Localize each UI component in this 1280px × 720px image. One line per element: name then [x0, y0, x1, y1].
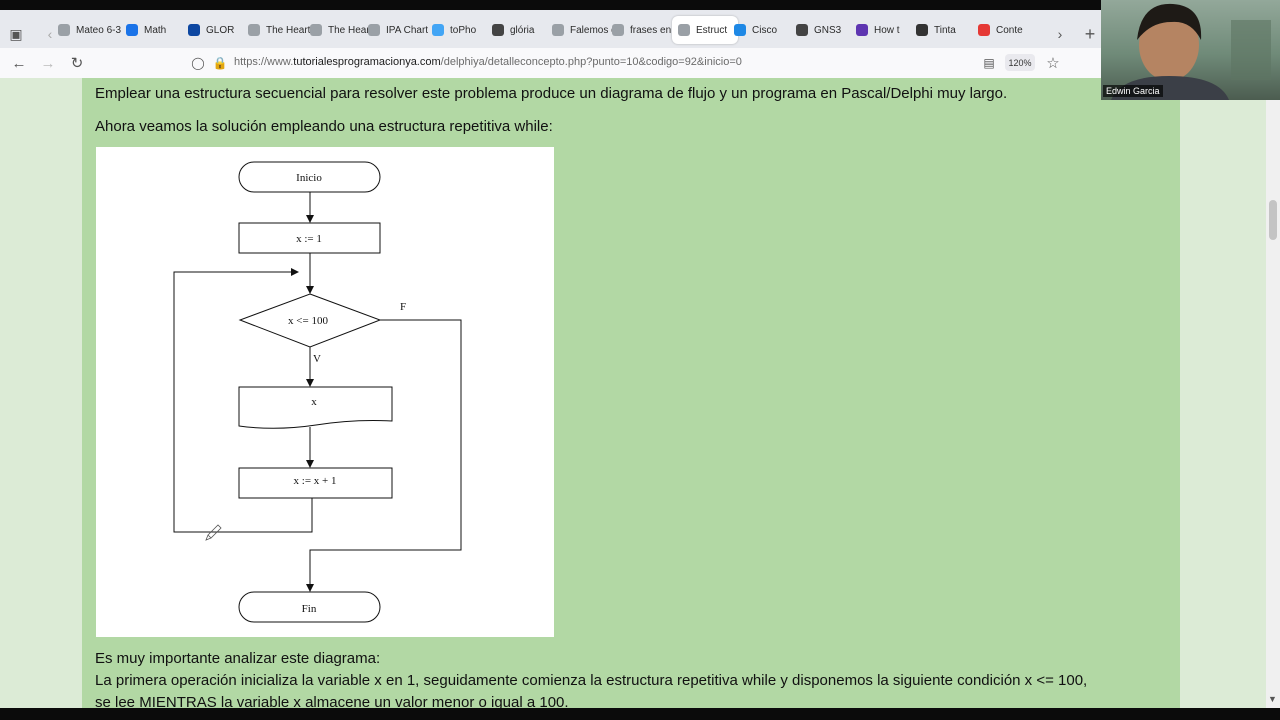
init-process	[238, 222, 381, 254]
tab-label: Estruct	[696, 24, 728, 36]
tab-11[interactable]: Cisco	[734, 16, 786, 44]
new-tab-icon[interactable]: +	[1084, 23, 1096, 44]
tab-0[interactable]: Mateo 6-3	[58, 16, 121, 44]
scroll-down-icon[interactable]: ▼	[1268, 694, 1277, 704]
presenter-name: Edwin Garcia	[1103, 85, 1163, 97]
tab-4[interactable]: The Heart	[310, 16, 372, 44]
scroll-thumb[interactable]	[1269, 200, 1277, 240]
paragraph-explanation: La primera operación inicializa la varia…	[95, 672, 1088, 689]
tab-5[interactable]: IPA Chart	[368, 16, 428, 44]
end-label: Fin	[302, 603, 317, 615]
tab-favicon-icon	[734, 24, 746, 36]
tab-9[interactable]: frases en	[612, 16, 671, 44]
bookmark-star-icon[interactable]: ☆	[1046, 55, 1060, 72]
tab-label: Falemos d	[570, 24, 617, 36]
tab-label: The Heart	[266, 24, 311, 36]
tab-13[interactable]: How t	[856, 16, 908, 44]
tab-favicon-icon	[188, 24, 200, 36]
end-terminal	[238, 591, 381, 623]
tab-label: IPA Chart	[386, 24, 429, 36]
paragraph-while-reading: se lee MIENTRAS la variable x almacene u…	[95, 694, 569, 711]
tab-scroll-left-icon[interactable]: ‹	[47, 26, 53, 42]
reload-icon[interactable]: ↻	[70, 55, 84, 72]
forward-icon[interactable]: →	[40, 54, 56, 72]
pencil-cursor-icon	[205, 524, 222, 541]
tab-14[interactable]: Tinta	[916, 16, 968, 44]
increment-label: x := x + 1	[294, 475, 337, 487]
tab-favicon-icon	[978, 24, 990, 36]
start-label: Inicio	[296, 172, 322, 184]
lock-icon[interactable]: 🔒	[212, 56, 228, 70]
page-scrollbar[interactable]: ▲ ▼	[1266, 78, 1280, 708]
tab-label: Tinta	[934, 24, 956, 36]
flowchart-image: Inicio x := 1 x <= 100 F V x x := x + 1 …	[96, 147, 554, 637]
tab-favicon-icon	[552, 24, 564, 36]
false-branch-label: F	[400, 301, 406, 313]
tab-3[interactable]: The Heart	[248, 16, 310, 44]
tab-2[interactable]: GLOR	[188, 16, 240, 44]
tab-favicon-icon	[916, 24, 928, 36]
increment-process	[238, 467, 393, 499]
tab-favicon-icon	[492, 24, 504, 36]
back-icon[interactable]: ←	[11, 54, 27, 72]
condition-label: x <= 100	[288, 315, 328, 327]
tab-overview-icon[interactable]: ▣	[9, 25, 23, 42]
tab-label: GNS3	[814, 24, 842, 36]
os-bottom-bar	[0, 708, 1280, 720]
url-prefix: https://www.	[234, 56, 294, 68]
tab-label: Cisco	[752, 24, 778, 36]
tab-favicon-icon	[310, 24, 322, 36]
init-label: x := 1	[296, 233, 322, 245]
loop-back-arrow	[173, 268, 313, 533]
url-path: /delphiya/detalleconcepto.php?punto=10&c…	[440, 56, 742, 68]
tab-favicon-icon	[796, 24, 808, 36]
paragraph-sequential: Emplear una estructura secuencial para r…	[95, 85, 1008, 102]
flowchart-svg: Inicio x := 1 x <= 100 F V x x := x + 1 …	[173, 161, 462, 623]
tab-label: frases en	[630, 24, 672, 36]
true-branch-label: V	[313, 353, 321, 365]
tab-10[interactable]: Estruct×	[672, 16, 740, 44]
output-document	[238, 386, 393, 429]
os-top-bar	[0, 0, 1280, 10]
false-exit-arrow	[306, 319, 462, 592]
zoom-level[interactable]: 120%	[1005, 54, 1035, 71]
tab-favicon-icon	[612, 24, 624, 36]
reader-view-icon[interactable]: ▤	[983, 56, 995, 70]
tab-8[interactable]: Falemos d	[552, 16, 617, 44]
tab-label: toPho	[450, 24, 477, 36]
tab-label: The Heart	[328, 24, 373, 36]
tab-label: Conte	[996, 24, 1023, 36]
article-panel: Emplear una estructura secuencial para r…	[82, 78, 1180, 711]
tab-favicon-icon	[58, 24, 70, 36]
tab-favicon-icon	[432, 24, 444, 36]
tab-6[interactable]: toPho	[432, 16, 484, 44]
output-label: x	[311, 396, 317, 408]
tab-15[interactable]: Conte	[978, 16, 1030, 44]
tab-scroll-right-icon[interactable]: ›	[1057, 26, 1063, 42]
tab-label: Math	[144, 24, 167, 36]
tab-7[interactable]: glória	[492, 16, 544, 44]
page-content: Emplear una estructura secuencial para r…	[0, 78, 1266, 711]
tab-favicon-icon	[248, 24, 260, 36]
url-domain: tutorialesprogramacionya.com	[293, 56, 441, 68]
tab-favicon-icon	[126, 24, 138, 36]
tab-label: GLOR	[206, 24, 235, 36]
url-field[interactable]: https://www.tutorialesprogramacionya.com…	[234, 56, 742, 68]
tab-favicon-icon	[678, 24, 690, 36]
tab-label: glória	[510, 24, 535, 36]
tab-favicon-icon	[856, 24, 868, 36]
tab-label: How t	[874, 24, 900, 36]
paragraph-while-intro: Ahora veamos la solución empleando una e…	[95, 118, 553, 135]
shield-icon[interactable]: ◯	[191, 56, 205, 70]
address-bar: ← → ↻ ◯ 🔒 https://www.tutorialesprograma…	[0, 48, 1280, 79]
tab-1[interactable]: Math	[126, 16, 178, 44]
tab-12[interactable]: GNS3	[796, 16, 848, 44]
paragraph-analysis-heading: Es muy importante analizar este diagrama…	[95, 650, 381, 667]
webcam-overlay: Edwin Garcia	[1101, 0, 1280, 100]
tab-favicon-icon	[368, 24, 380, 36]
tab-strip: ▣ ‹ Mateo 6-3 Math GLOR The Heart The Heart I…	[0, 10, 1280, 49]
tab-label: Mateo 6-3	[76, 24, 122, 36]
